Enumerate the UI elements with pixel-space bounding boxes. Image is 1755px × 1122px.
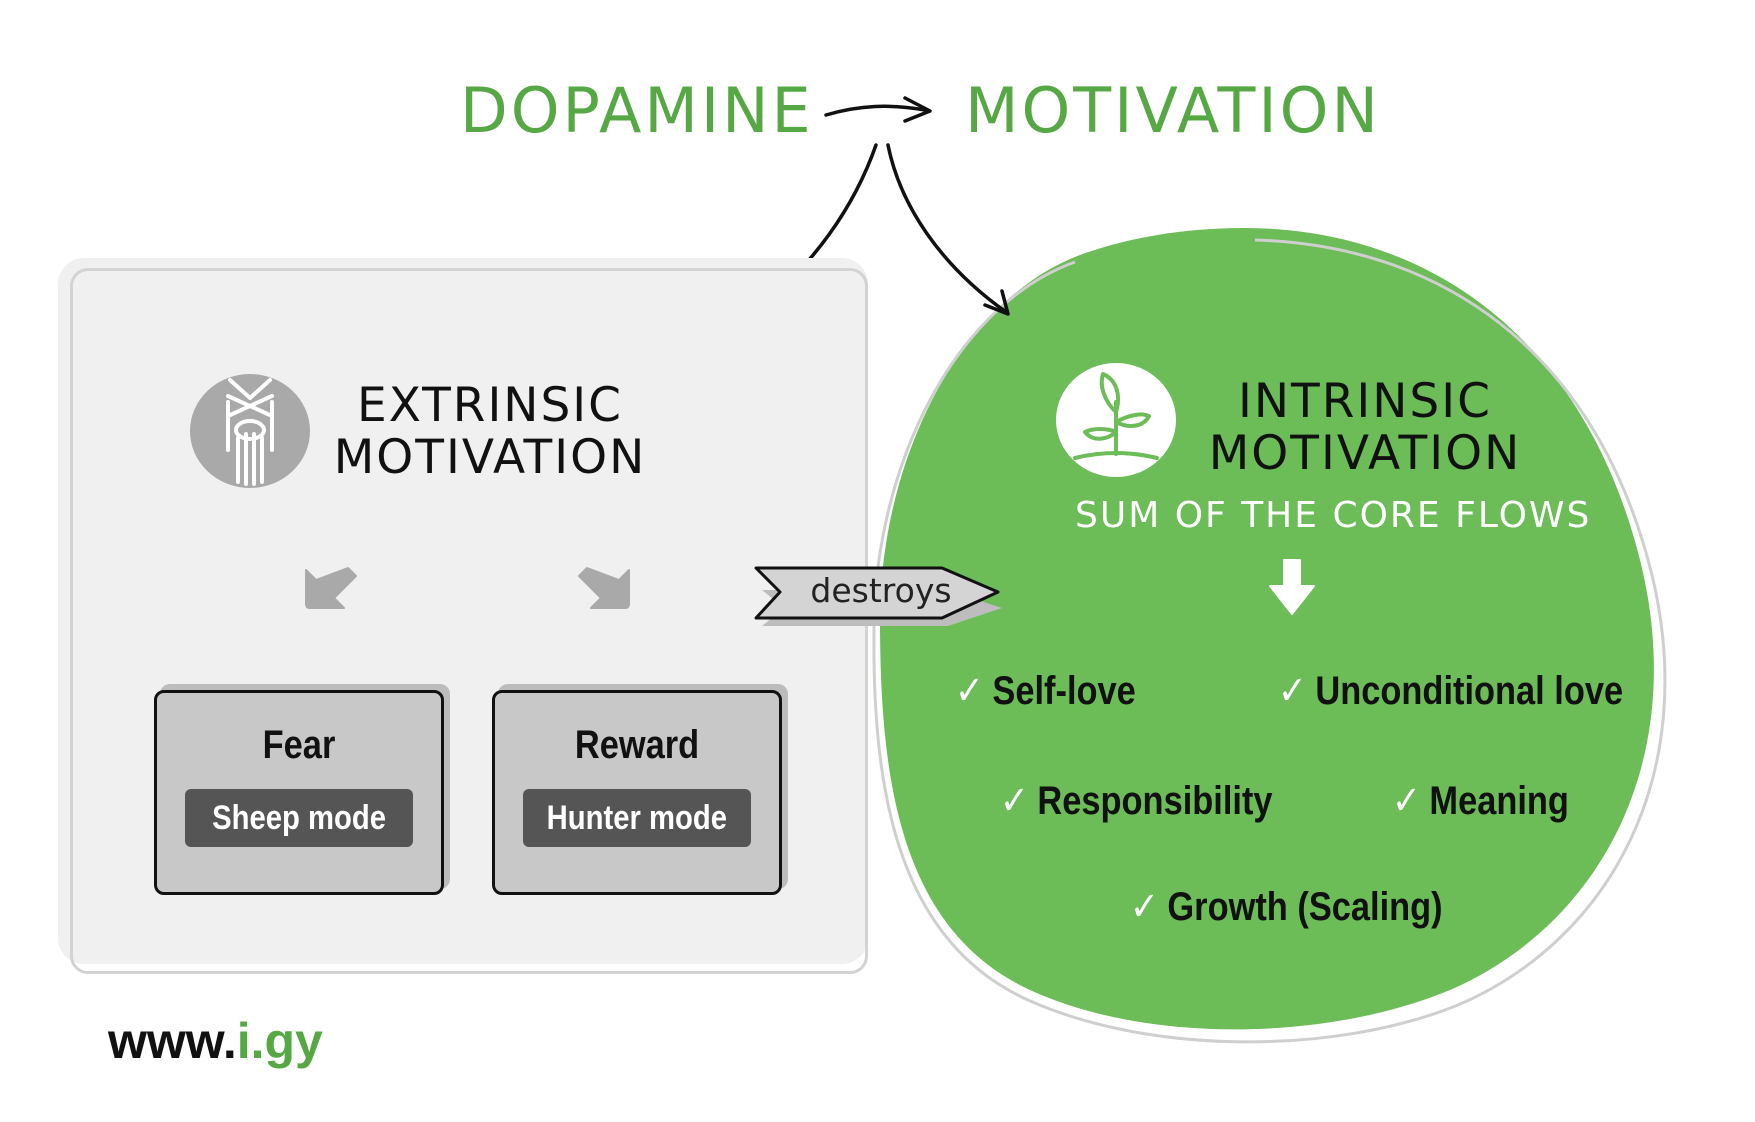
- sheep-mode-label: Sheep mode: [185, 789, 413, 847]
- reward-title: Reward: [574, 723, 700, 767]
- motivation-label: MOTIVATION: [965, 74, 1381, 147]
- branch-arrow-intrinsic: [886, 143, 1008, 314]
- reward-box: Reward Hunter mode: [492, 690, 782, 895]
- check-icon: ✓: [1392, 779, 1421, 823]
- footer-url-suffix: i.gy: [236, 1013, 323, 1069]
- intrinsic-item-responsibility: ✓Responsibility: [1000, 779, 1273, 823]
- intrinsic-title-line2: MOTIVATION: [1208, 426, 1522, 481]
- check-icon: ✓: [1000, 779, 1029, 823]
- intrinsic-item-growth: ✓Growth (Scaling): [1130, 885, 1443, 929]
- footer-url-prefix: www.: [108, 1013, 237, 1069]
- dopamine-label: DOPAMINE: [460, 74, 814, 147]
- check-icon: ✓: [955, 669, 984, 713]
- hands-bound-icon: [190, 374, 310, 488]
- check-icon: ✓: [1130, 885, 1159, 929]
- destroys-label: destroys: [810, 571, 952, 610]
- check-icon: ✓: [1278, 669, 1307, 713]
- sprout-icon: [1056, 363, 1176, 477]
- dopamine-to-motivation-arrow: [824, 104, 927, 117]
- arrowhead-intrinsic: [983, 289, 1010, 316]
- arrow-down-left-icon: [305, 567, 357, 609]
- intrinsic-item-self-love: ✓Self-love: [955, 669, 1136, 713]
- fear-box: Fear Sheep mode: [154, 690, 444, 895]
- extrinsic-title-line2: MOTIVATION: [333, 430, 647, 485]
- destroys-tag: [754, 566, 1002, 626]
- intrinsic-item-unconditional-love: ✓Unconditional love: [1278, 669, 1624, 713]
- intrinsic-title: INTRINSIC MOTIVATION: [1195, 376, 1535, 480]
- fear-title: Fear: [262, 723, 336, 767]
- footer-url[interactable]: www.i.gy: [108, 1012, 323, 1070]
- extrinsic-title: EXTRINSIC MOTIVATION: [325, 380, 655, 484]
- arrowhead-right: [903, 96, 932, 123]
- arrow-down-right-icon: [578, 567, 630, 609]
- arrow-down-icon: [1269, 559, 1315, 615]
- intrinsic-subtitle: SUM OF THE CORE FLOWS: [1075, 495, 1592, 536]
- extrinsic-title-line1: EXTRINSIC: [357, 378, 623, 433]
- intrinsic-title-line1: INTRINSIC: [1238, 374, 1492, 429]
- intrinsic-item-meaning: ✓Meaning: [1392, 779, 1569, 823]
- hunter-mode-label: Hunter mode: [523, 789, 751, 847]
